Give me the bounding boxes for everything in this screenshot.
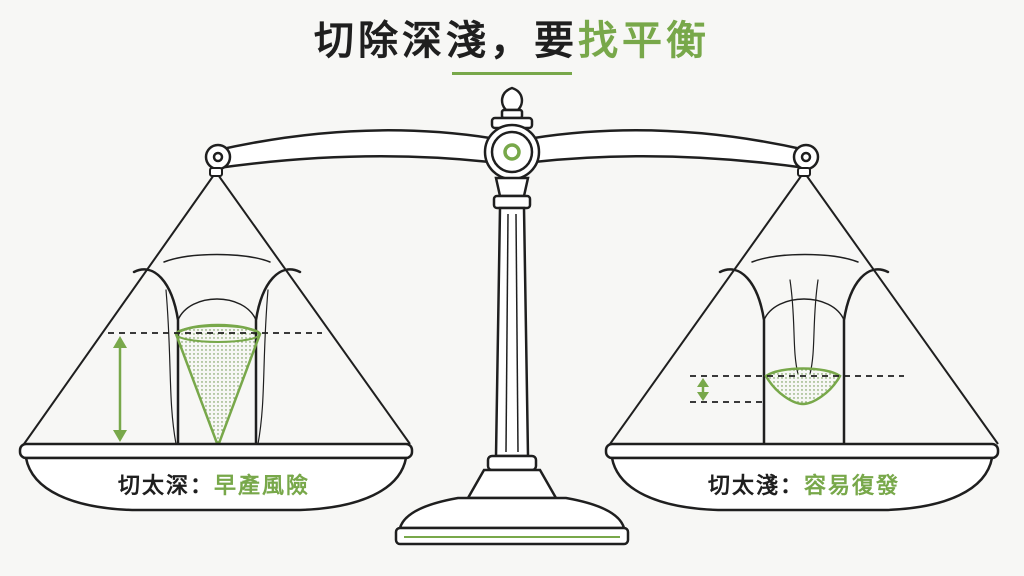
page-title: 切除深淺，要找平衡	[0, 8, 1024, 66]
title-accent: 找平衡	[578, 18, 710, 64]
left-pan-result: 早產風險	[214, 474, 311, 499]
title-underline	[452, 72, 572, 75]
right-pan-label: 切太淺：容易復發	[654, 468, 954, 500]
title-main: 切除深淺，要	[314, 18, 578, 64]
left-cervix-illustration	[132, 253, 302, 446]
left-pan-prefix: 切太深：	[117, 474, 214, 499]
right-cervix-illustration	[718, 253, 890, 446]
scale-pivot	[483, 86, 541, 198]
scale-beam	[204, 129, 820, 171]
left-pan	[18, 442, 414, 512]
left-pan-strings	[23, 167, 411, 445]
deep-cone-excision	[174, 323, 262, 450]
scale-column	[394, 194, 630, 546]
right-pan-result: 容易復發	[804, 474, 901, 499]
right-pan-prefix: 切太淺：	[707, 474, 804, 499]
right-depth-indicator	[690, 375, 904, 403]
pivot-accent-ring	[503, 143, 521, 161]
right-pan	[604, 442, 1000, 512]
right-pan-strings	[609, 167, 999, 445]
shallow-cone-excision	[764, 367, 842, 406]
left-depth-indicator	[108, 332, 322, 445]
left-pan-label: 切太深：早產風險	[64, 468, 364, 500]
